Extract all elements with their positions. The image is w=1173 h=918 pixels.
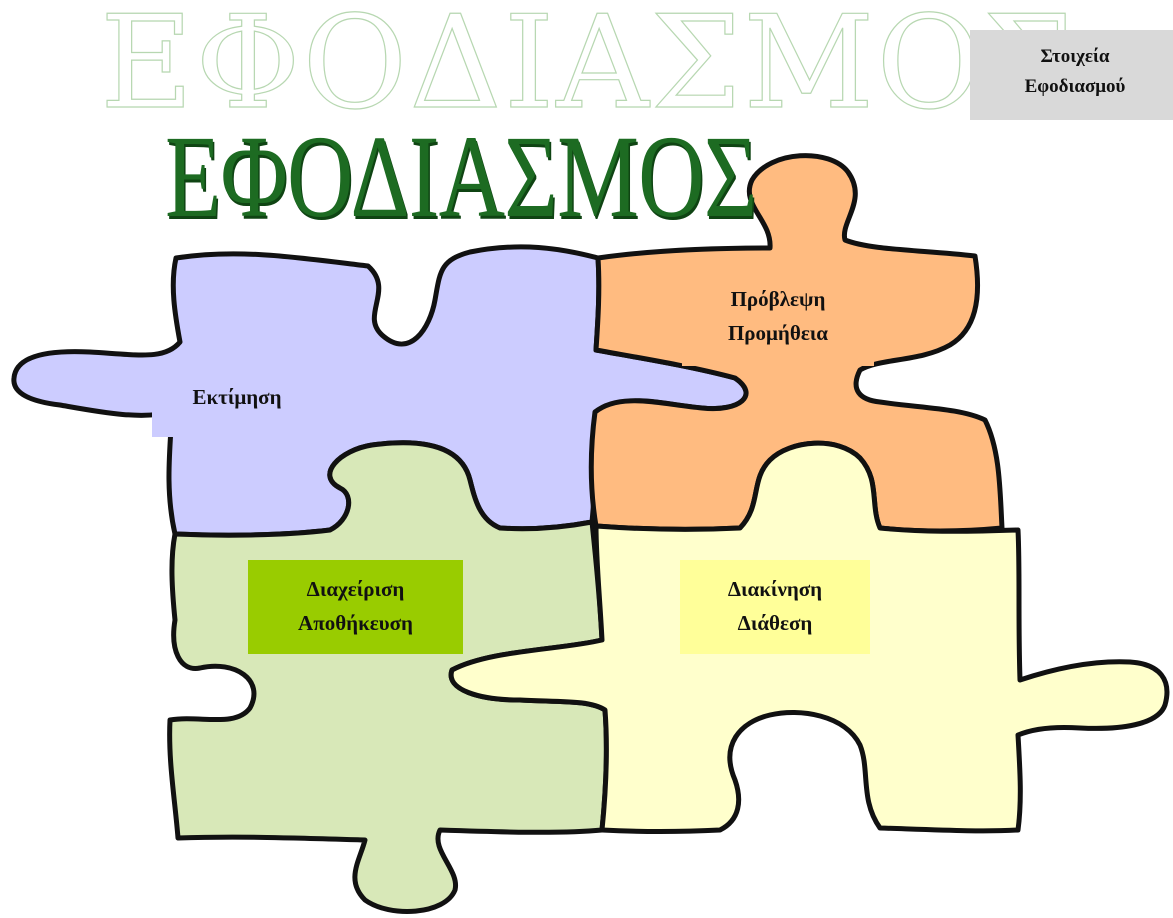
label-forecast: Πρόβλεψη Προμήθεια xyxy=(682,270,874,366)
label-estimation-line1: Εκτίμηση xyxy=(192,385,282,409)
label-distribution-line2: Διάθεση xyxy=(737,611,813,635)
header-box-line2: Εφοδιασμού xyxy=(1024,76,1126,97)
label-distribution-line1: Διακίνηση xyxy=(727,577,823,601)
label-management: Διαχείριση Αποθήκευση xyxy=(248,560,463,654)
label-forecast-line2: Προμήθεια xyxy=(727,321,829,345)
label-forecast-line1: Πρόβλεψη xyxy=(730,287,826,311)
label-management-line2: Αποθήκευση xyxy=(298,611,413,635)
main-title: ΕΦΟΔΙΑΣΜΟΣ xyxy=(165,111,757,242)
label-estimation: Εκτίμηση xyxy=(152,365,322,437)
label-management-line1: Διαχείριση xyxy=(306,577,405,601)
header-box-line1: Στοιχεία xyxy=(1040,46,1110,67)
header-box: Στοιχεία Εφοδιασμού xyxy=(970,30,1173,120)
watermark-title: ΕΦΟΔΙΑΣΜΟΣ xyxy=(99,0,1076,138)
label-distribution: Διακίνηση Διάθεση xyxy=(680,560,870,654)
